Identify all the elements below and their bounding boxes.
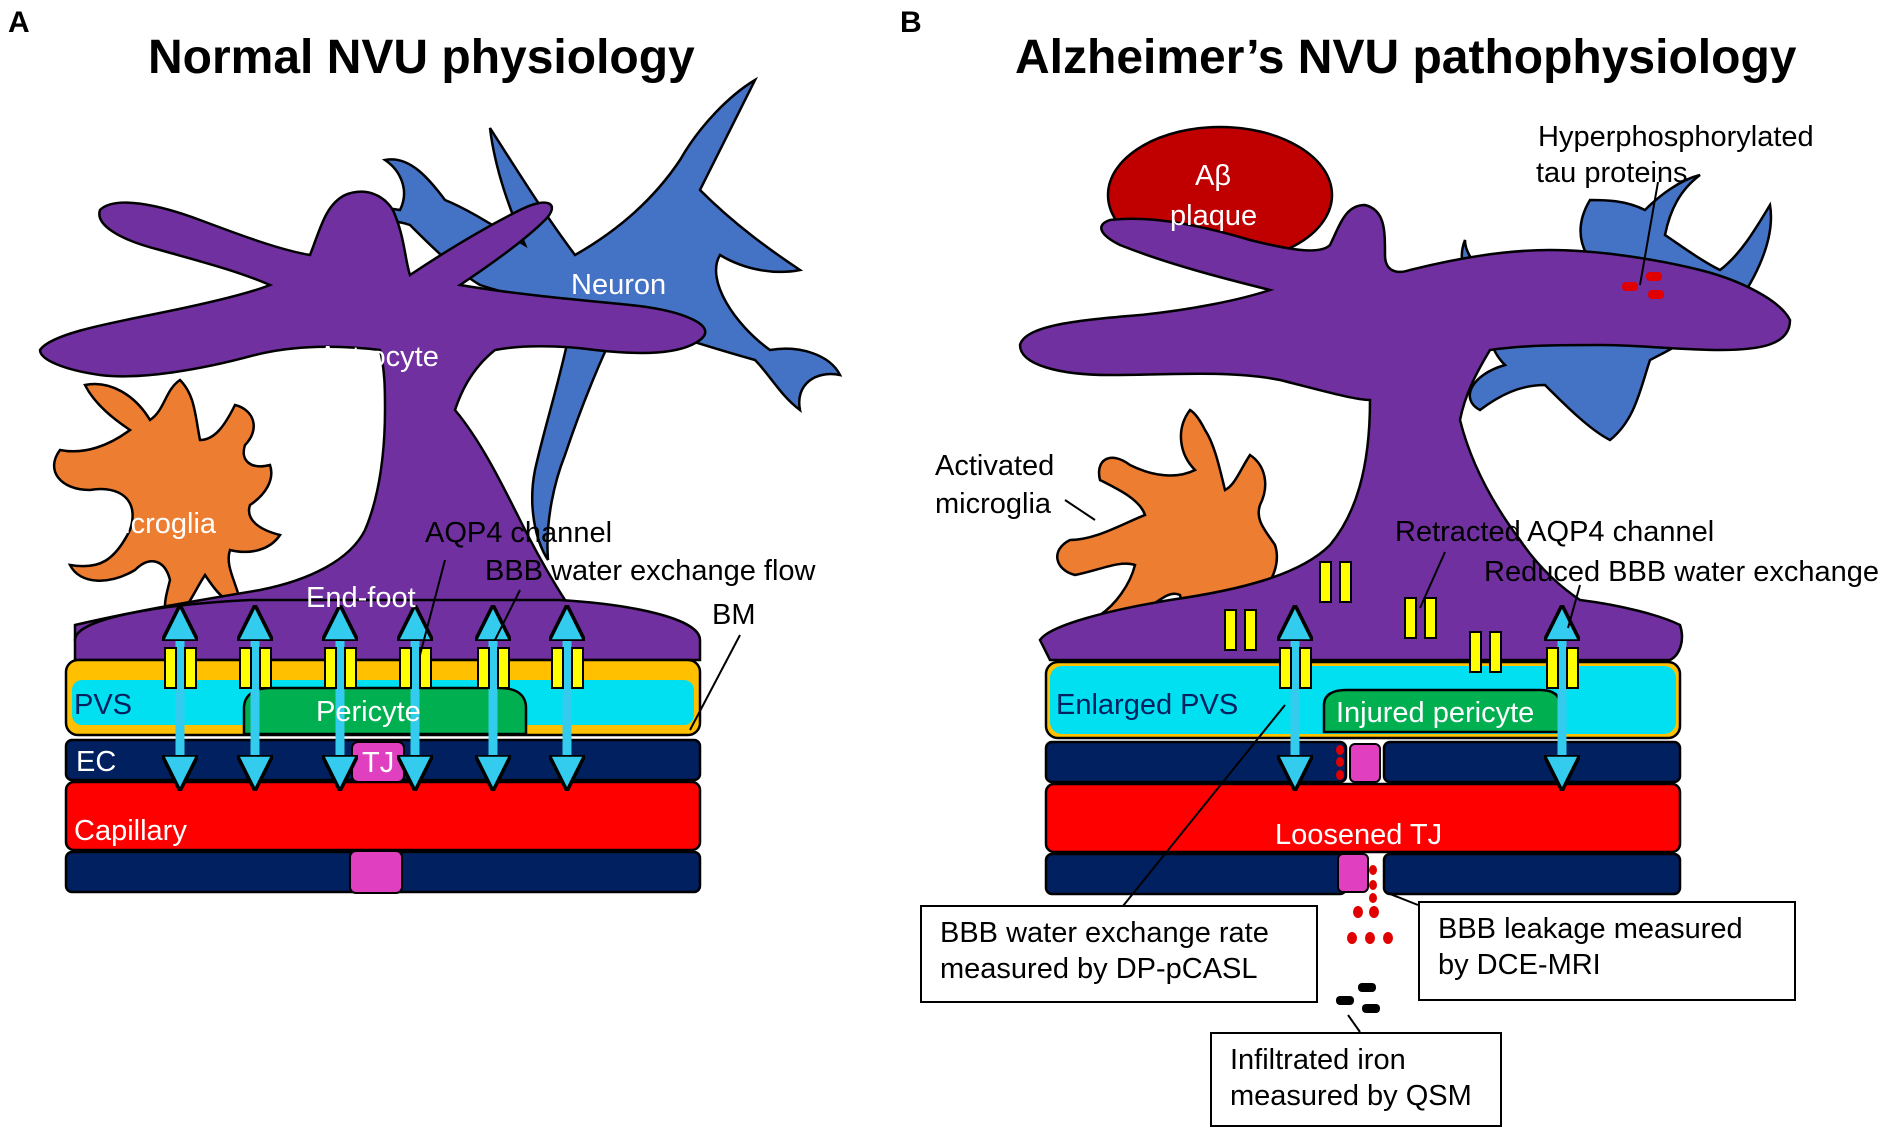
activated-microglia-label-line1: Activated <box>935 450 1054 482</box>
aqp4-label: AQP4 channel <box>425 517 612 549</box>
bbb-flow-label: BBB water exchange flow <box>485 555 817 587</box>
leader-lines-b <box>1064 181 1659 1033</box>
tau-label-line1: Hyperphosphorylated <box>1538 121 1814 153</box>
endothelium-lower-b-left <box>1044 852 1348 896</box>
endothelium-lower-b-right <box>1382 852 1682 896</box>
end-foot-label: End-foot <box>306 582 416 614</box>
water-flow-arrows-b <box>1295 623 1562 773</box>
qsm-box: Infiltrated iron measured by QSM <box>1210 1032 1502 1127</box>
tj-label: TJ <box>362 747 394 779</box>
dp-pcasl-line2: measured by DP-pCASL <box>940 953 1258 985</box>
dce-mri-line1: BBB leakage measured <box>1438 913 1743 945</box>
panel-letter-b: B <box>900 6 922 39</box>
endfoot-a <box>73 598 702 662</box>
abeta-label-line1: Aβ <box>1195 160 1231 192</box>
enlarged-pvs-label: Enlarged PVS <box>1056 689 1238 721</box>
tight-junction-a-2 <box>349 850 403 894</box>
pvs-label: PVS <box>74 689 132 721</box>
dce-mri-line2: by DCE-MRI <box>1438 949 1601 981</box>
astrocyte-label: Astrocyte <box>318 341 439 373</box>
panel-a: Astrocyte Neuron Microglia End-foot AQP4… <box>38 76 843 894</box>
tau-label-line2: tau proteins <box>1536 157 1688 189</box>
dce-mri-box: BBB leakage measured by DCE-MRI <box>1418 901 1796 1001</box>
dp-pcasl-box: BBB water exchange rate measured by DP-p… <box>920 905 1318 1003</box>
loosened-tj-lower <box>1337 853 1369 893</box>
water-flow-arrows-a <box>180 623 567 773</box>
loosened-tj-upper <box>1349 743 1381 783</box>
pericyte-label: Pericyte <box>316 696 421 728</box>
iron-dots <box>1336 983 1380 1013</box>
reduced-bbb-label: Reduced BBB water exchange <box>1484 556 1879 588</box>
microglia-label: Microglia <box>100 508 217 540</box>
ec-label: EC <box>76 746 116 778</box>
capillary-label: Capillary <box>74 815 187 847</box>
leakage-dots <box>1336 745 1393 944</box>
neuron-label: Neuron <box>571 269 666 301</box>
aqp4-channels-a <box>164 647 584 689</box>
panel-letter-a: A <box>8 6 30 39</box>
capillary-b <box>1044 782 1682 854</box>
endothelium-upper-b-left <box>1044 740 1348 784</box>
panel-b: Aβ plaque Hyperphosphorylated tau protei… <box>935 121 1879 1033</box>
loosened-tj-label: Loosened TJ <box>1275 819 1442 851</box>
astrocyte-a <box>38 190 707 642</box>
qsm-line2: measured by QSM <box>1230 1080 1472 1112</box>
panel-title-a: Normal NVU physiology <box>148 31 695 84</box>
astrocyte-b <box>1018 203 1792 662</box>
injured-pericyte-label: Injured pericyte <box>1336 697 1534 729</box>
dp-pcasl-line1: BBB water exchange rate <box>940 917 1269 949</box>
activated-microglia-label-line2: microglia <box>935 488 1052 520</box>
panel-title-b: Alzheimer’s NVU pathophysiology <box>1015 31 1797 84</box>
retracted-aqp4-label: Retracted AQP4 channel <box>1395 516 1714 548</box>
bm-label: BM <box>712 599 756 631</box>
leader-lines-a <box>419 559 741 731</box>
microglia-a <box>53 378 283 622</box>
endothelium-upper-b-right <box>1382 740 1682 784</box>
tau-protein-dots <box>1622 272 1664 299</box>
aqp4-channels-b <box>1224 561 1579 689</box>
abeta-label-line2: plaque <box>1170 200 1257 232</box>
qsm-line1: Infiltrated iron <box>1230 1044 1406 1076</box>
